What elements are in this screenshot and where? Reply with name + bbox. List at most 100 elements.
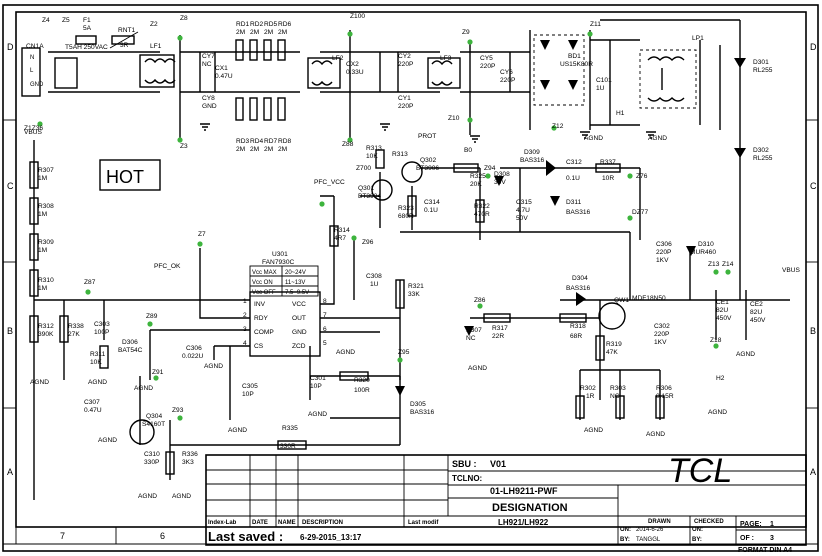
component-label: R314: [334, 227, 350, 234]
on-label: ON:: [620, 527, 631, 533]
diode-d309: [546, 160, 556, 176]
component-label: BAS316: [566, 209, 591, 216]
connector-cn1a: [21, 47, 41, 97]
component-label: BT3906: [416, 165, 439, 172]
component-label: Z14: [722, 261, 734, 268]
component-label: 1M: [38, 285, 47, 292]
last-saved-value: 6-29-2015_13:17: [300, 533, 362, 542]
component-label: 680R: [398, 213, 414, 220]
component-label: RD1: [236, 21, 250, 28]
component-label: RNT1: [118, 27, 136, 34]
last-saved-label: Last saved :: [208, 529, 283, 544]
component-label: C306: [656, 241, 672, 248]
component-label: LP1: [692, 35, 704, 42]
component-label: 2M: [250, 146, 259, 153]
component-label: R319: [606, 341, 622, 348]
component-label: BAS316: [566, 285, 591, 292]
checked-by-label: BY:: [692, 537, 702, 543]
component-label: CY6: [500, 69, 513, 76]
component-label: C315: [516, 199, 532, 206]
component-label: 330P: [144, 459, 160, 466]
drawn-date: 2014-6-26: [636, 527, 664, 533]
component-label: Z9: [462, 29, 470, 36]
component-label: 33K: [408, 291, 420, 298]
ground-symbols: [200, 123, 656, 143]
inner-frame: [15, 11, 807, 528]
component-label: CE1: [716, 299, 729, 306]
component-label: BAS316: [520, 157, 545, 164]
component-label: C312: [566, 159, 582, 166]
drawing-frame: [2, 4, 819, 552]
transistor-q301: [371, 179, 393, 201]
drawn-by: TANGGL: [636, 537, 661, 543]
ic-pin-number: 3: [243, 326, 247, 333]
component-label: AGND: [736, 351, 755, 358]
component-label: 2M: [264, 146, 273, 153]
component-label: D305: [410, 401, 426, 408]
component-label: 1M: [38, 175, 47, 182]
component-label: Z10: [448, 115, 460, 122]
component-label: D301: [753, 59, 769, 66]
component-label: 0.33U: [346, 69, 364, 76]
component-label: C314: [424, 199, 440, 206]
component-label: 0.47U: [215, 73, 233, 80]
diode-d301: [734, 58, 746, 68]
component-label: D307: [466, 327, 482, 334]
component-label: 2M: [236, 29, 245, 36]
ic-param-value: 7.5~9.5V: [285, 290, 309, 296]
component-label: Z5: [62, 17, 70, 24]
component-label: R302: [580, 385, 596, 392]
thermistor-rnt1: [111, 35, 135, 45]
component-label: Z700: [356, 165, 371, 172]
diode-d311: [550, 196, 560, 206]
component-label: AGND: [648, 135, 667, 142]
component-label: R318: [570, 323, 586, 330]
component-label: Q304: [146, 413, 162, 420]
component-label: 22R: [492, 333, 504, 340]
component-label: RL255: [753, 155, 773, 162]
component-label: R325: [470, 173, 486, 180]
component-label: 2M: [264, 29, 273, 36]
component-label: RD5: [264, 21, 278, 28]
component-label: R337: [600, 159, 616, 166]
component-label: F1: [83, 17, 91, 24]
component-label: MDF18N50: [632, 295, 666, 302]
ic-pin-name: GND: [292, 329, 307, 336]
component-label: AGND: [228, 427, 247, 434]
of-label: OF :: [740, 535, 754, 542]
component-label: R312: [38, 323, 54, 330]
component-label: AGND: [584, 427, 603, 434]
component-label: 33V: [494, 179, 506, 186]
title-block: [205, 454, 807, 546]
mosfet-qw1: [598, 302, 626, 330]
component-label: 450V: [716, 315, 732, 322]
pfc-inductor-lp1: [639, 49, 697, 109]
ic-u301: [249, 291, 321, 357]
component-label: 220P: [656, 249, 672, 256]
component-label: 50V: [516, 215, 528, 222]
component-label: H2: [716, 375, 725, 382]
component-label: 220P: [398, 61, 414, 68]
component-label: CN1A: [26, 43, 44, 50]
component-label: 1KV: [656, 257, 669, 264]
component-label: AGND: [584, 135, 603, 142]
component-label: PFC_VCC: [314, 179, 345, 186]
component-label: US15K80R: [560, 61, 593, 68]
component-label: 47K: [606, 349, 618, 356]
component-label: R310: [38, 277, 54, 284]
ic-table: [249, 265, 319, 297]
component-label: C310: [144, 451, 160, 458]
connector-pin-gnd: GND: [30, 82, 44, 88]
ic-pin-name: VCC: [292, 301, 306, 308]
component-label: 10K: [366, 153, 378, 160]
grid-row-d: D: [810, 42, 817, 52]
component-label: Z11: [590, 21, 601, 28]
ic-pin-number: 8: [323, 298, 327, 305]
component-label: 10P: [242, 391, 254, 398]
component-label: AGND: [138, 493, 157, 500]
tcl-logo: TCL: [668, 452, 732, 490]
test-points: [37, 31, 731, 421]
